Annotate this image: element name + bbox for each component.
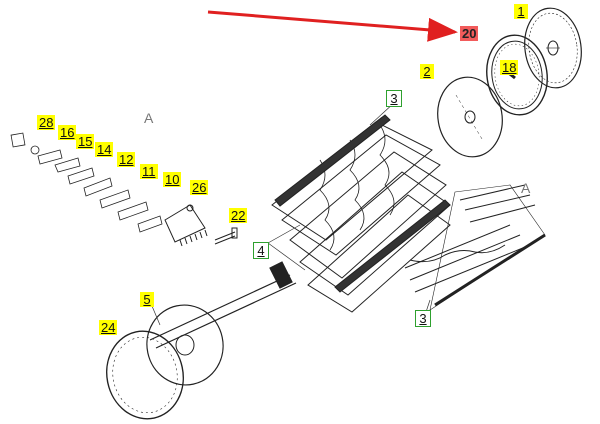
callout-part-14: 14 <box>95 142 114 157</box>
leader-lines <box>151 101 431 326</box>
part-5-disc <box>146 304 224 386</box>
pointer-arrow <box>207 10 458 42</box>
callout-part-2: 2 <box>420 64 434 79</box>
callout-part-3-rotor: 3 <box>386 90 402 107</box>
callout-part-20: 20 <box>460 26 479 41</box>
callout-part-11: 11 <box>140 164 158 179</box>
part-26-comb <box>164 204 208 247</box>
callout-part-15: 15 <box>76 134 95 149</box>
part-1-disc <box>524 7 582 89</box>
part-2-disc <box>437 76 503 158</box>
part-3-blade-bottom <box>334 199 451 293</box>
section-letter-a-right: A <box>521 180 531 196</box>
part-20-ring <box>486 34 548 116</box>
part-3-blade-top <box>274 114 391 207</box>
shaft <box>149 261 297 349</box>
callout-part-4: 4 <box>253 242 269 259</box>
part-22-bolt <box>214 227 238 245</box>
callout-part-22: 22 <box>229 208 248 223</box>
callout-part-5: 5 <box>140 292 154 307</box>
callout-part-16: 16 <box>58 125 77 140</box>
small-parts <box>10 132 163 233</box>
callout-part-18: 18 <box>500 60 519 75</box>
callout-part-3-blades: 3 <box>415 310 431 327</box>
callout-part-10: 10 <box>163 172 182 187</box>
callout-part-24: 24 <box>99 320 118 335</box>
part-24-ring <box>106 330 184 420</box>
callout-part-28: 28 <box>37 115 56 130</box>
part-3-blade-set <box>404 184 546 311</box>
callout-part-12: 12 <box>117 152 136 167</box>
callout-part-1: 1 <box>514 4 528 19</box>
section-letter-a-left: A <box>144 110 154 126</box>
callout-part-26: 26 <box>190 180 209 195</box>
